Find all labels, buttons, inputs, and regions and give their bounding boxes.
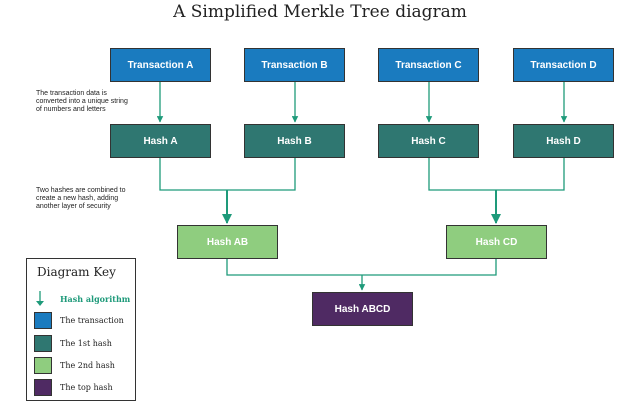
- diagram-title: A Simplified Merkle Tree diagram: [173, 2, 467, 22]
- hash-d-box: Hash D: [513, 124, 614, 158]
- key-label-transaction: The transaction: [60, 316, 124, 325]
- swatch-transaction: [34, 312, 52, 329]
- key-title: Diagram Key: [37, 265, 116, 279]
- swatch-second-hash: [34, 357, 52, 374]
- hash-b-box: Hash B: [244, 124, 345, 158]
- hash-ab-box: Hash AB: [177, 225, 278, 259]
- hash-c-box: Hash C: [378, 124, 479, 158]
- key-label-first-hash: The 1st hash: [60, 339, 112, 348]
- hash-algorithm-arrow-icon: [36, 291, 44, 306]
- transaction-d-box: Transaction D: [513, 48, 614, 82]
- join-c-d: [428, 158, 565, 191]
- swatch-first-hash: [34, 335, 52, 352]
- key-row-top-hash: The top hash: [34, 379, 113, 396]
- key-row-second-hash: The 2nd hash: [34, 357, 115, 374]
- key-label-top-hash: The top hash: [60, 383, 113, 392]
- key-row-transaction: The transaction: [34, 312, 124, 329]
- key-label-second-hash: The 2nd hash: [60, 361, 115, 370]
- key-label-hash-algorithm: Hash algorithm: [60, 293, 131, 304]
- transaction-b-box: Transaction B: [244, 48, 345, 82]
- transaction-a-box: Transaction A: [110, 48, 211, 82]
- swatch-top-hash: [34, 379, 52, 396]
- key-row-hash-algorithm: Hash algorithm: [34, 290, 130, 307]
- join-a-b: [159, 158, 296, 191]
- hash-abcd-box: Hash ABCD: [312, 292, 413, 326]
- key-row-first-hash: The 1st hash: [34, 335, 112, 352]
- join-ab-cd: [226, 259, 497, 276]
- hash-a-box: Hash A: [110, 124, 211, 158]
- diagram-key: Diagram Key Hash algorithm The transacti…: [26, 258, 136, 401]
- transaction-note: The transaction data is converted into a…: [36, 90, 128, 113]
- hash-cd-box: Hash CD: [446, 225, 547, 259]
- transaction-c-box: Transaction C: [378, 48, 479, 82]
- combine-note: Two hashes are combined to create a new …: [36, 187, 126, 210]
